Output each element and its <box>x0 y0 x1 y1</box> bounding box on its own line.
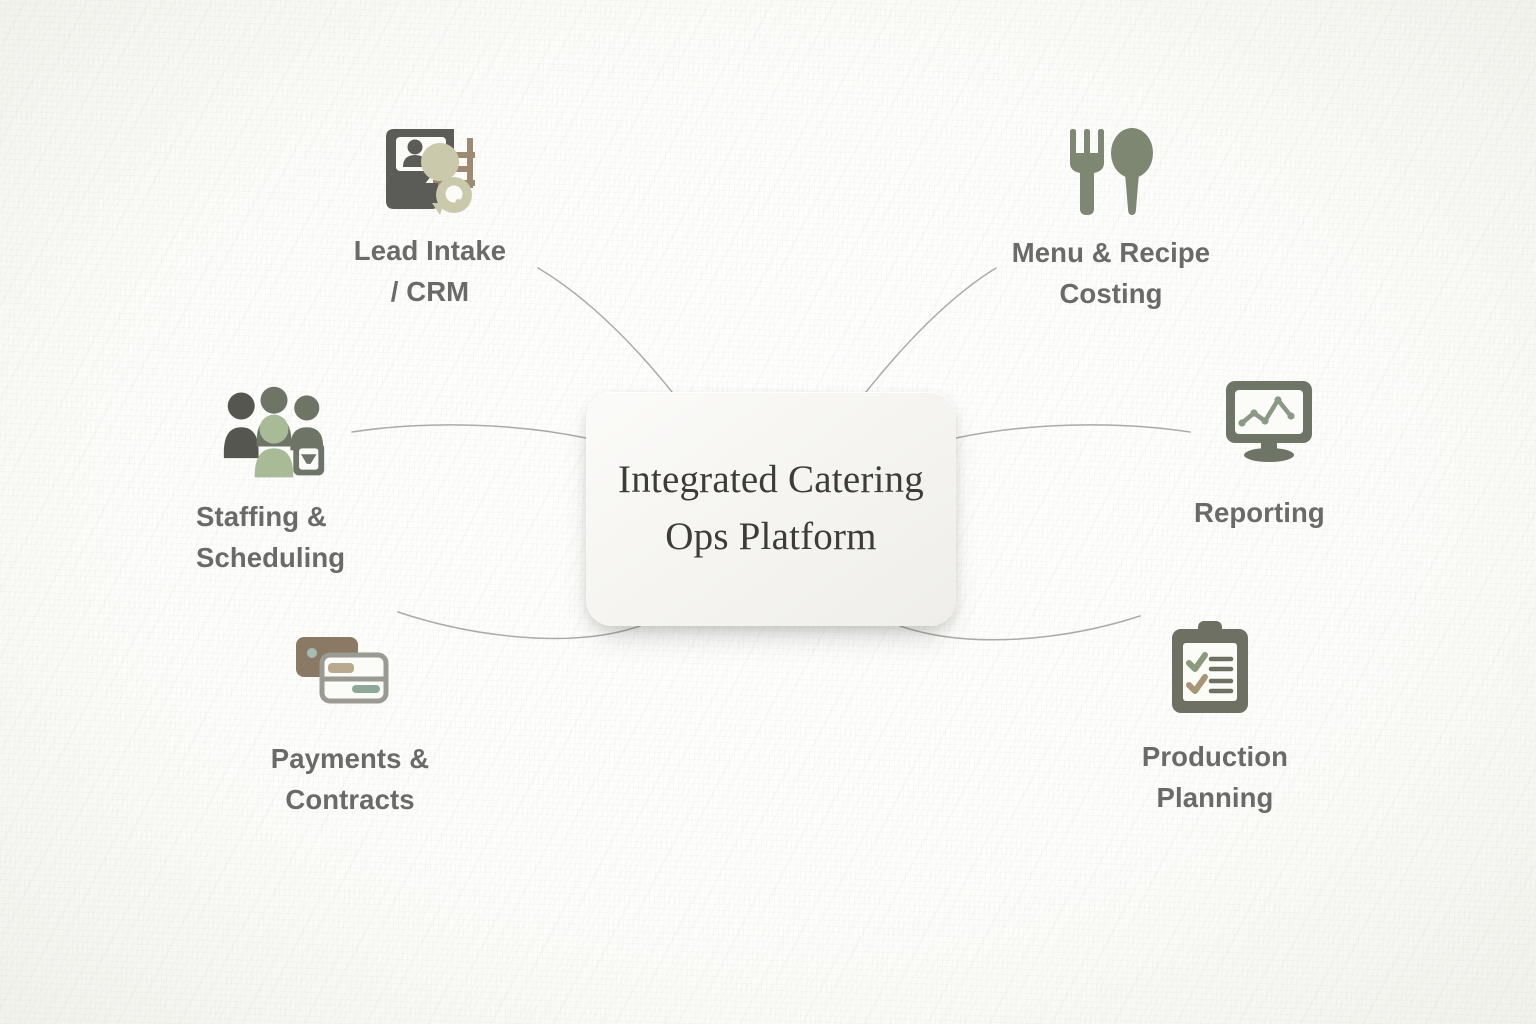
central-hub-card[interactable]: Integrated Catering Ops Platform <box>586 392 956 626</box>
connector-menu-recipe <box>865 267 997 393</box>
central-hub-title: Integrated Catering Ops Platform <box>618 458 924 558</box>
node-lead-intake-crm[interactable]: Lead Intake / CRM <box>330 122 530 313</box>
monitor-line-chart-icon <box>1216 372 1324 470</box>
node-reporting[interactable]: Reporting <box>1194 372 1374 533</box>
clipboard-checklist-icon <box>1158 620 1266 718</box>
people-group-calendar-icon <box>220 384 328 482</box>
node-label-staffing-scheduling: Staffing & Scheduling <box>196 501 346 574</box>
node-label-reporting: Reporting <box>1194 497 1325 528</box>
node-menu-recipe-costing[interactable]: Menu & Recipe Costing <box>1000 122 1222 315</box>
node-production-planning[interactable]: Production Planning <box>1120 620 1310 819</box>
node-label-menu-recipe-costing: Menu & Recipe Costing <box>1011 237 1211 310</box>
connector-reporting <box>955 424 1191 439</box>
contact-card-search-icon <box>378 122 486 220</box>
node-payments-contracts[interactable]: Payments & Contracts <box>250 624 450 821</box>
connector-lead-intake <box>537 267 673 393</box>
node-label-lead-intake-crm: Lead Intake / CRM <box>353 235 507 308</box>
credit-cards-icon <box>288 624 396 722</box>
node-label-payments-contracts: Payments & Contracts <box>270 743 430 816</box>
node-label-production-planning: Production Planning <box>1141 741 1289 814</box>
node-staffing-scheduling[interactable]: Staffing & Scheduling <box>196 384 396 579</box>
fork-and-spoon-icon <box>1052 122 1160 220</box>
